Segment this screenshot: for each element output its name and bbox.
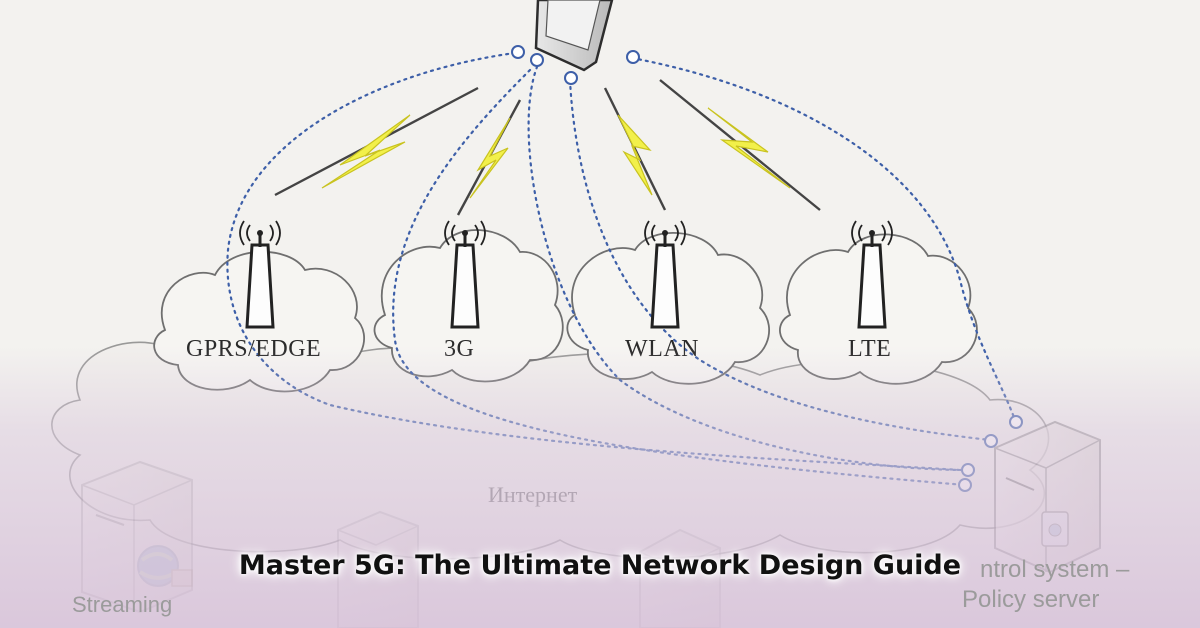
network-label-gprs-edge: GPRS/EDGE bbox=[186, 336, 322, 362]
lightning-bolt-icon bbox=[321, 114, 411, 189]
internet-label: Интернет bbox=[488, 482, 578, 507]
headline-title: Master 5G: The Ultimate Network Design G… bbox=[238, 550, 962, 581]
network-label-3g: 3G bbox=[444, 336, 475, 362]
server-label-control-line1: ntrol system – bbox=[980, 556, 1130, 583]
antenna-tower-icon bbox=[851, 220, 893, 329]
antenna-tower-icon bbox=[239, 220, 281, 329]
lightning-bolt-icon bbox=[707, 107, 791, 189]
network-label-wlan: WLAN bbox=[625, 336, 699, 362]
network-label-lte: LTE bbox=[848, 336, 892, 362]
mobile-device-icon bbox=[534, 0, 614, 72]
server-tower-icon bbox=[81, 460, 193, 614]
lightning-bolt-icon bbox=[617, 114, 653, 196]
server-label-control-line2: Policy server bbox=[962, 586, 1100, 613]
wireless-signals bbox=[274, 79, 821, 216]
server-label-streaming: Streaming bbox=[72, 592, 173, 617]
antenna-tower-icon bbox=[444, 220, 486, 329]
lightning-bolt-icon bbox=[469, 117, 511, 199]
antenna-tower-icon bbox=[644, 220, 686, 329]
